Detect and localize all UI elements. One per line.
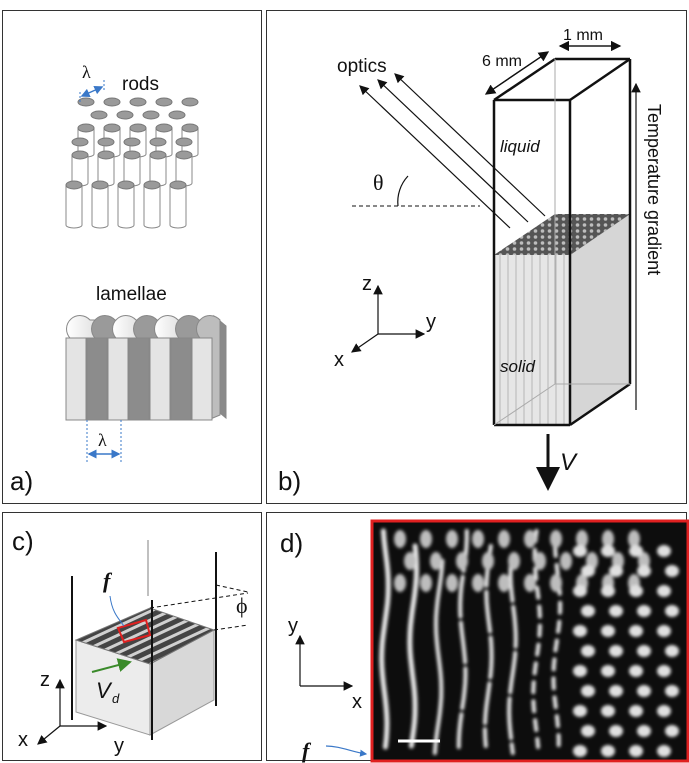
panel-c-label: c)	[12, 526, 34, 556]
micrograph	[370, 519, 689, 763]
axes-d	[295, 634, 354, 691]
f-pointer	[109, 595, 125, 627]
lamellae-block	[65, 314, 227, 421]
width-label: 1 mm	[563, 27, 603, 44]
lambda-spacing-bottom	[86, 420, 122, 462]
theta-label: θ	[373, 170, 384, 195]
f-region-box	[116, 618, 152, 644]
micrograph-frame	[370, 519, 689, 763]
f-label-d: f	[302, 738, 312, 763]
axis-b-z: z	[362, 273, 372, 295]
phi-label: ϕ	[236, 593, 248, 618]
sample-block-c	[71, 540, 217, 740]
axis-c-x: x	[18, 729, 28, 751]
lamellae-label: lamellae	[96, 284, 167, 305]
vd-arrow	[91, 658, 132, 673]
panel-b-label: b)	[278, 466, 301, 496]
panel-a	[2, 10, 262, 504]
rods-label: rods	[122, 74, 159, 95]
solid-label: solid	[500, 357, 536, 376]
axis-d-y: y	[288, 615, 298, 637]
axes-b	[351, 284, 426, 353]
lambda-bottom-label: λ	[98, 430, 107, 450]
rods-array	[65, 97, 199, 229]
lambda-top-label: λ	[82, 62, 91, 82]
axis-b-y: y	[426, 311, 436, 333]
f-label-c: f	[103, 568, 113, 593]
liquid-label: liquid	[500, 137, 540, 156]
depth-label: 6 mm	[482, 53, 522, 70]
panel-d-label: d)	[280, 528, 303, 558]
vd-label: V	[96, 678, 113, 703]
theta-arc	[397, 175, 409, 207]
axis-b-x: x	[334, 349, 344, 371]
phi-guide	[149, 584, 249, 631]
optics-rays	[359, 73, 546, 229]
vd-subscript: d	[112, 691, 120, 706]
sample-cell	[492, 57, 632, 427]
axis-d-x: x	[352, 691, 362, 713]
f-pointer-d	[325, 745, 368, 757]
dimension-arrows	[484, 40, 622, 95]
velocity-label: V	[560, 449, 578, 476]
panel-a-label: a)	[10, 466, 33, 496]
axis-c-z: z	[40, 669, 50, 691]
axes-c	[37, 678, 108, 745]
optics-label: optics	[337, 56, 387, 77]
axis-c-y: y	[114, 735, 124, 757]
lambda-spacing-top	[79, 80, 105, 104]
gradient-label: Temperature gradient	[644, 104, 664, 275]
